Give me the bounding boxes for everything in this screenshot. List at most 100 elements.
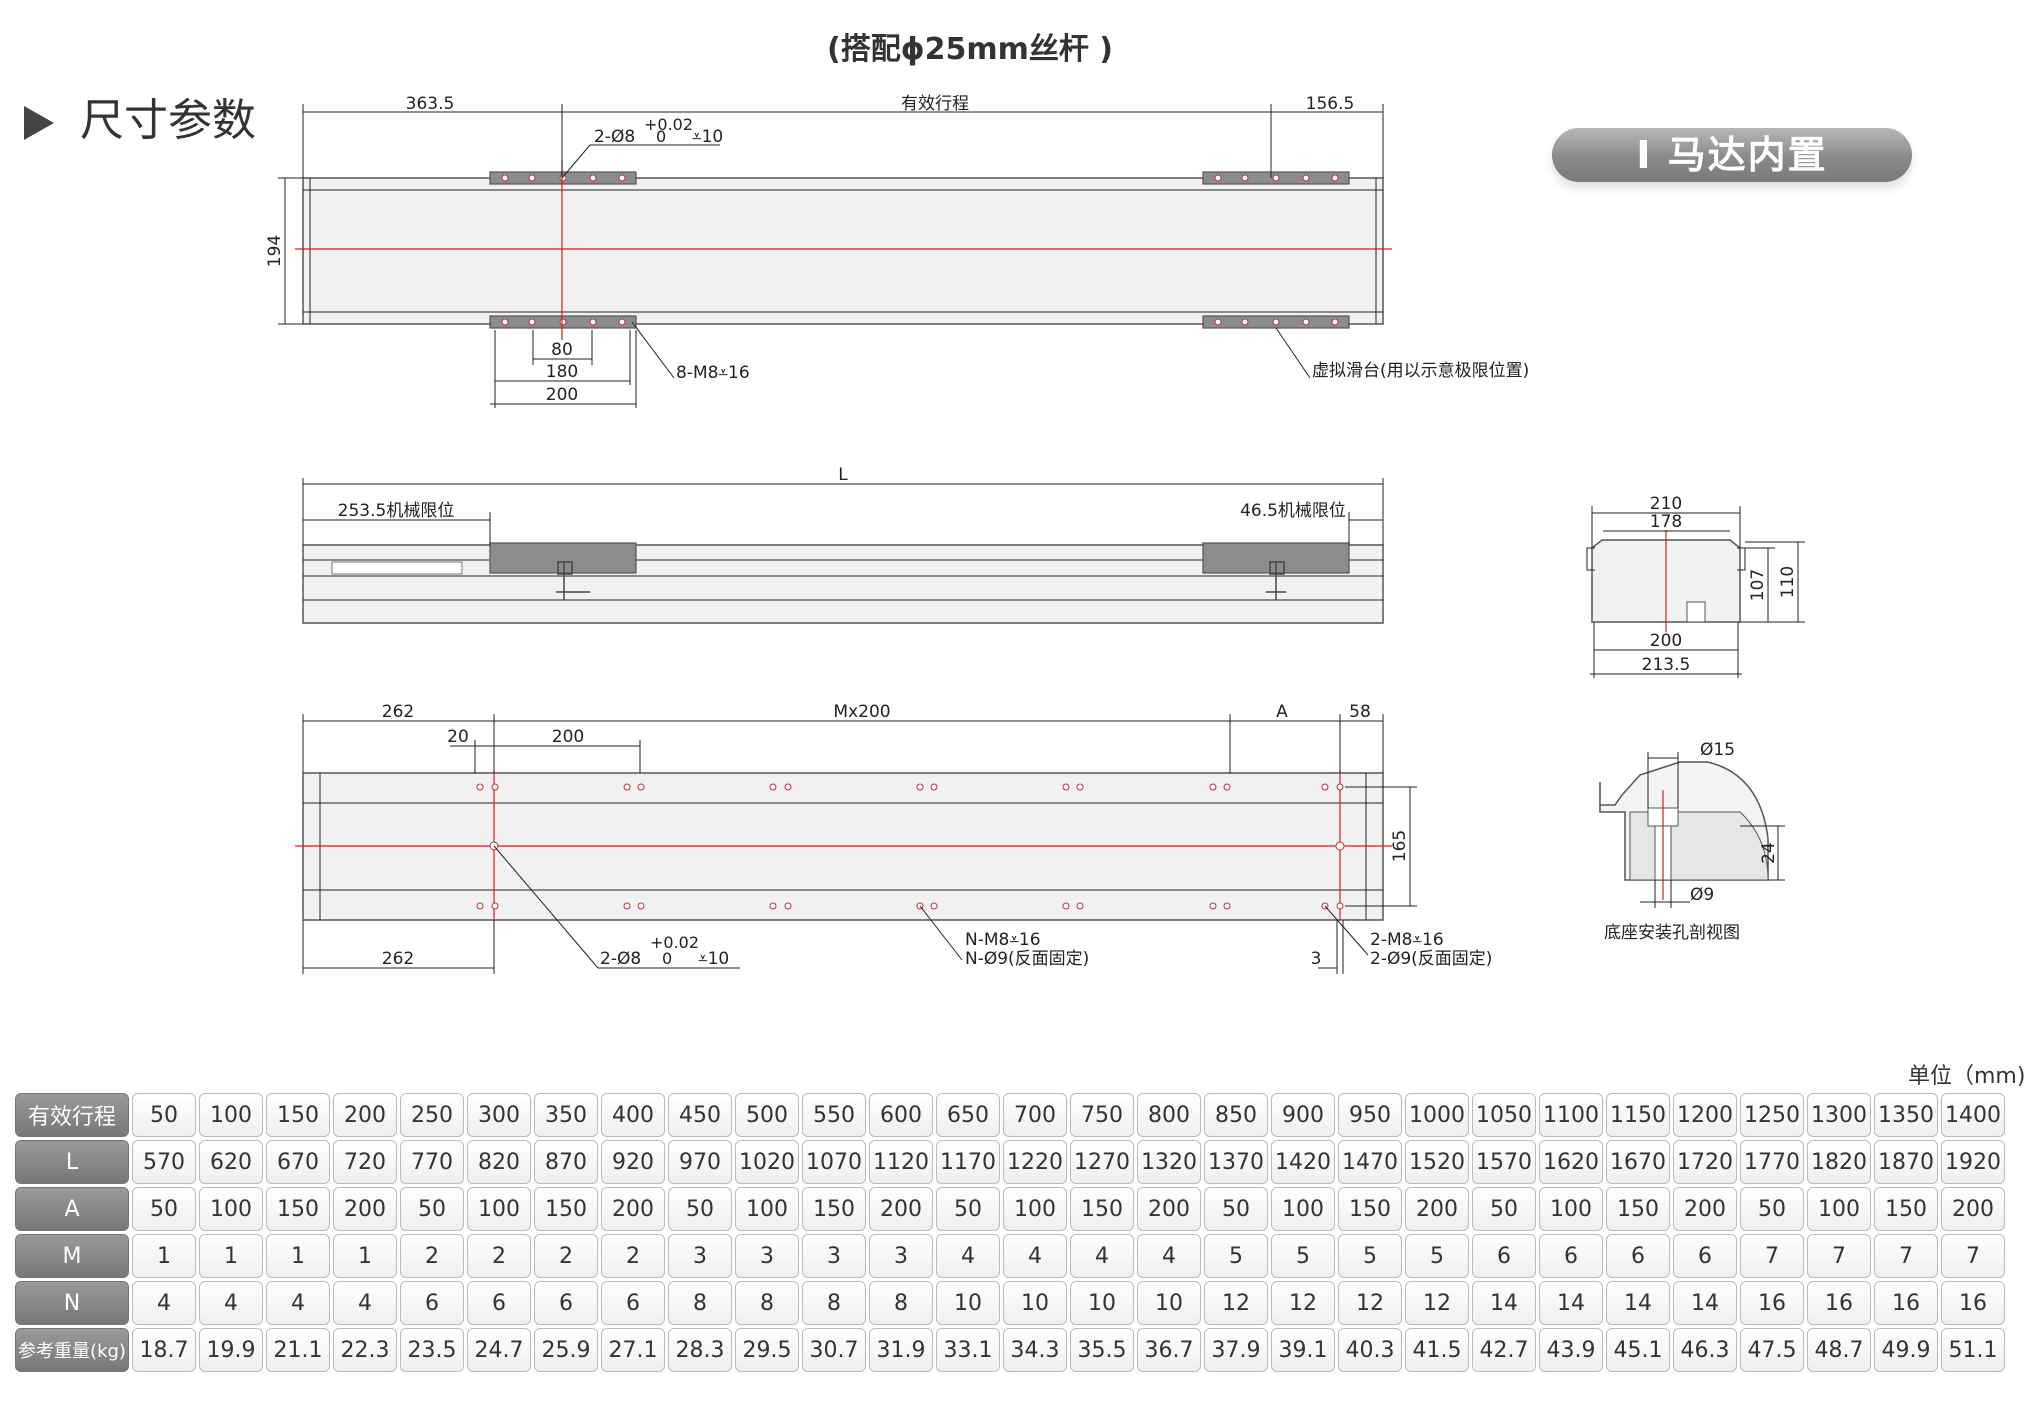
table-cell: 670 [266, 1140, 330, 1184]
table-cell: 1620 [1539, 1140, 1603, 1184]
table-cell: 1370 [1204, 1140, 1268, 1184]
table-cell: 7 [1807, 1234, 1871, 1278]
table-cell: 16 [1941, 1281, 2005, 1325]
n-tap-label: N-M8⩡16 [965, 930, 1041, 950]
table-cell: 200 [1137, 1187, 1201, 1231]
table-cell: 1170 [936, 1140, 1000, 1184]
section-title: 尺寸参数 [24, 84, 256, 148]
dim-effective-stroke: 有效行程 [901, 94, 969, 114]
table-cell: 6 [400, 1281, 464, 1325]
table-cell: 1070 [802, 1140, 866, 1184]
table-cell: 3 [802, 1234, 866, 1278]
table-cell: 48.7 [1807, 1328, 1871, 1372]
table-cell: 27.1 [601, 1328, 665, 1372]
dim-262-top: 262 [382, 702, 414, 722]
table-cell: 8 [735, 1281, 799, 1325]
table-cell: 100 [1003, 1187, 1067, 1231]
table-cell: 1100 [1539, 1093, 1603, 1137]
table-cell: 12 [1405, 1281, 1469, 1325]
table-cell: 6 [1539, 1234, 1603, 1278]
table-cell: 8 [802, 1281, 866, 1325]
table-cell: 1870 [1874, 1140, 1938, 1184]
table-cell: 3 [668, 1234, 732, 1278]
table-cell: 12 [1338, 1281, 1402, 1325]
table-cell: 8 [869, 1281, 933, 1325]
table-cell: 42.7 [1472, 1328, 1536, 1372]
table-cell: 200 [869, 1187, 933, 1231]
dim-200-bottom: 200 [552, 727, 584, 747]
table-cell: 5 [1405, 1234, 1469, 1278]
table-cell: 4 [132, 1281, 196, 1325]
table-cell: 100 [1807, 1187, 1871, 1231]
table-cell: 900 [1271, 1093, 1335, 1137]
table-cell: 550 [802, 1093, 866, 1137]
section-view: Ø15 24 Ø9 底座安装孔剖视图 [1599, 740, 1785, 943]
dim-262-bottom: 262 [382, 949, 414, 969]
table-cell: 1300 [1807, 1093, 1871, 1137]
table-cell: 600 [869, 1093, 933, 1137]
table-cell: 4 [1137, 1234, 1201, 1278]
dim-200-end: 200 [1650, 631, 1682, 651]
pin-label-top: 2-Ø8 [594, 127, 635, 147]
table-cell: 2 [601, 1234, 665, 1278]
table-cell: 14 [1673, 1281, 1737, 1325]
table-cell: 35.5 [1070, 1328, 1134, 1372]
table-cell: 150 [1606, 1187, 1670, 1231]
table-cell: 6 [534, 1281, 598, 1325]
table-cell: 6 [1606, 1234, 1670, 1278]
tap-label-top: 8-M8⩡16 [676, 363, 750, 383]
table-cell: 50 [400, 1187, 464, 1231]
table-cell: 1 [132, 1234, 196, 1278]
table-cell: 200 [1941, 1187, 2005, 1231]
table-cell: 50 [132, 1187, 196, 1231]
right-mech-limit: 46.5机械限位 [1240, 501, 1346, 521]
table-cell: 43.9 [1539, 1328, 1603, 1372]
row-header: A [15, 1187, 129, 1231]
dim-180: 180 [546, 362, 578, 382]
table-cell: 200 [333, 1187, 397, 1231]
table-cell: 200 [333, 1093, 397, 1137]
table-cell: 50 [1472, 1187, 1536, 1231]
table-cell: 1420 [1271, 1140, 1335, 1184]
table-cell: 100 [1271, 1187, 1335, 1231]
table-cell: 1200 [1673, 1093, 1737, 1137]
table-cell: 7 [1941, 1234, 2005, 1278]
dim-363-5: 363.5 [406, 94, 455, 114]
table-cell: 1220 [1003, 1140, 1067, 1184]
table-cell: 1820 [1807, 1140, 1871, 1184]
table-cell: 1350 [1874, 1093, 1938, 1137]
table-cell: 150 [1338, 1187, 1402, 1231]
table-cell: 4 [1070, 1234, 1134, 1278]
table-cell: 14 [1606, 1281, 1670, 1325]
unit-label: 单位（mm) [1908, 1064, 2026, 1089]
table-cell: 31.9 [869, 1328, 933, 1372]
dim-20: 20 [447, 727, 469, 747]
table-cell: 46.3 [1673, 1328, 1737, 1372]
dim-d9: Ø9 [1690, 885, 1714, 905]
dim-110: 110 [1778, 566, 1798, 598]
table-cell: 6 [467, 1281, 531, 1325]
table-cell: 10 [1003, 1281, 1067, 1325]
table-cell: 620 [199, 1140, 263, 1184]
table-cell: 5 [1271, 1234, 1335, 1278]
table-cell: 5 [1338, 1234, 1402, 1278]
pin-label-bottom: 2-Ø8 [600, 949, 641, 969]
side-view: L 253.5机械限位 46.5机械限位 [302, 465, 1384, 624]
table-cell: 45.1 [1606, 1328, 1670, 1372]
two-tap-label: 2-M8⩡16 [1370, 930, 1444, 950]
pin-tol-upper-top: +0.02 [644, 115, 693, 134]
table-cell: 500 [735, 1093, 799, 1137]
dim-A: A [1276, 702, 1288, 722]
table-cell: 820 [467, 1140, 531, 1184]
table-cell: 25.9 [534, 1328, 598, 1372]
table-cell: 350 [534, 1093, 598, 1137]
table-cell: 41.5 [1405, 1328, 1469, 1372]
table-cell: 1400 [1941, 1093, 2005, 1137]
virtual-slide-note: 虚拟滑台(用以示意极限位置) [1312, 361, 1529, 381]
table-cell: 1 [199, 1234, 263, 1278]
table-cell: 2 [400, 1234, 464, 1278]
table-cell: 39.1 [1271, 1328, 1335, 1372]
table-cell: 150 [266, 1093, 330, 1137]
